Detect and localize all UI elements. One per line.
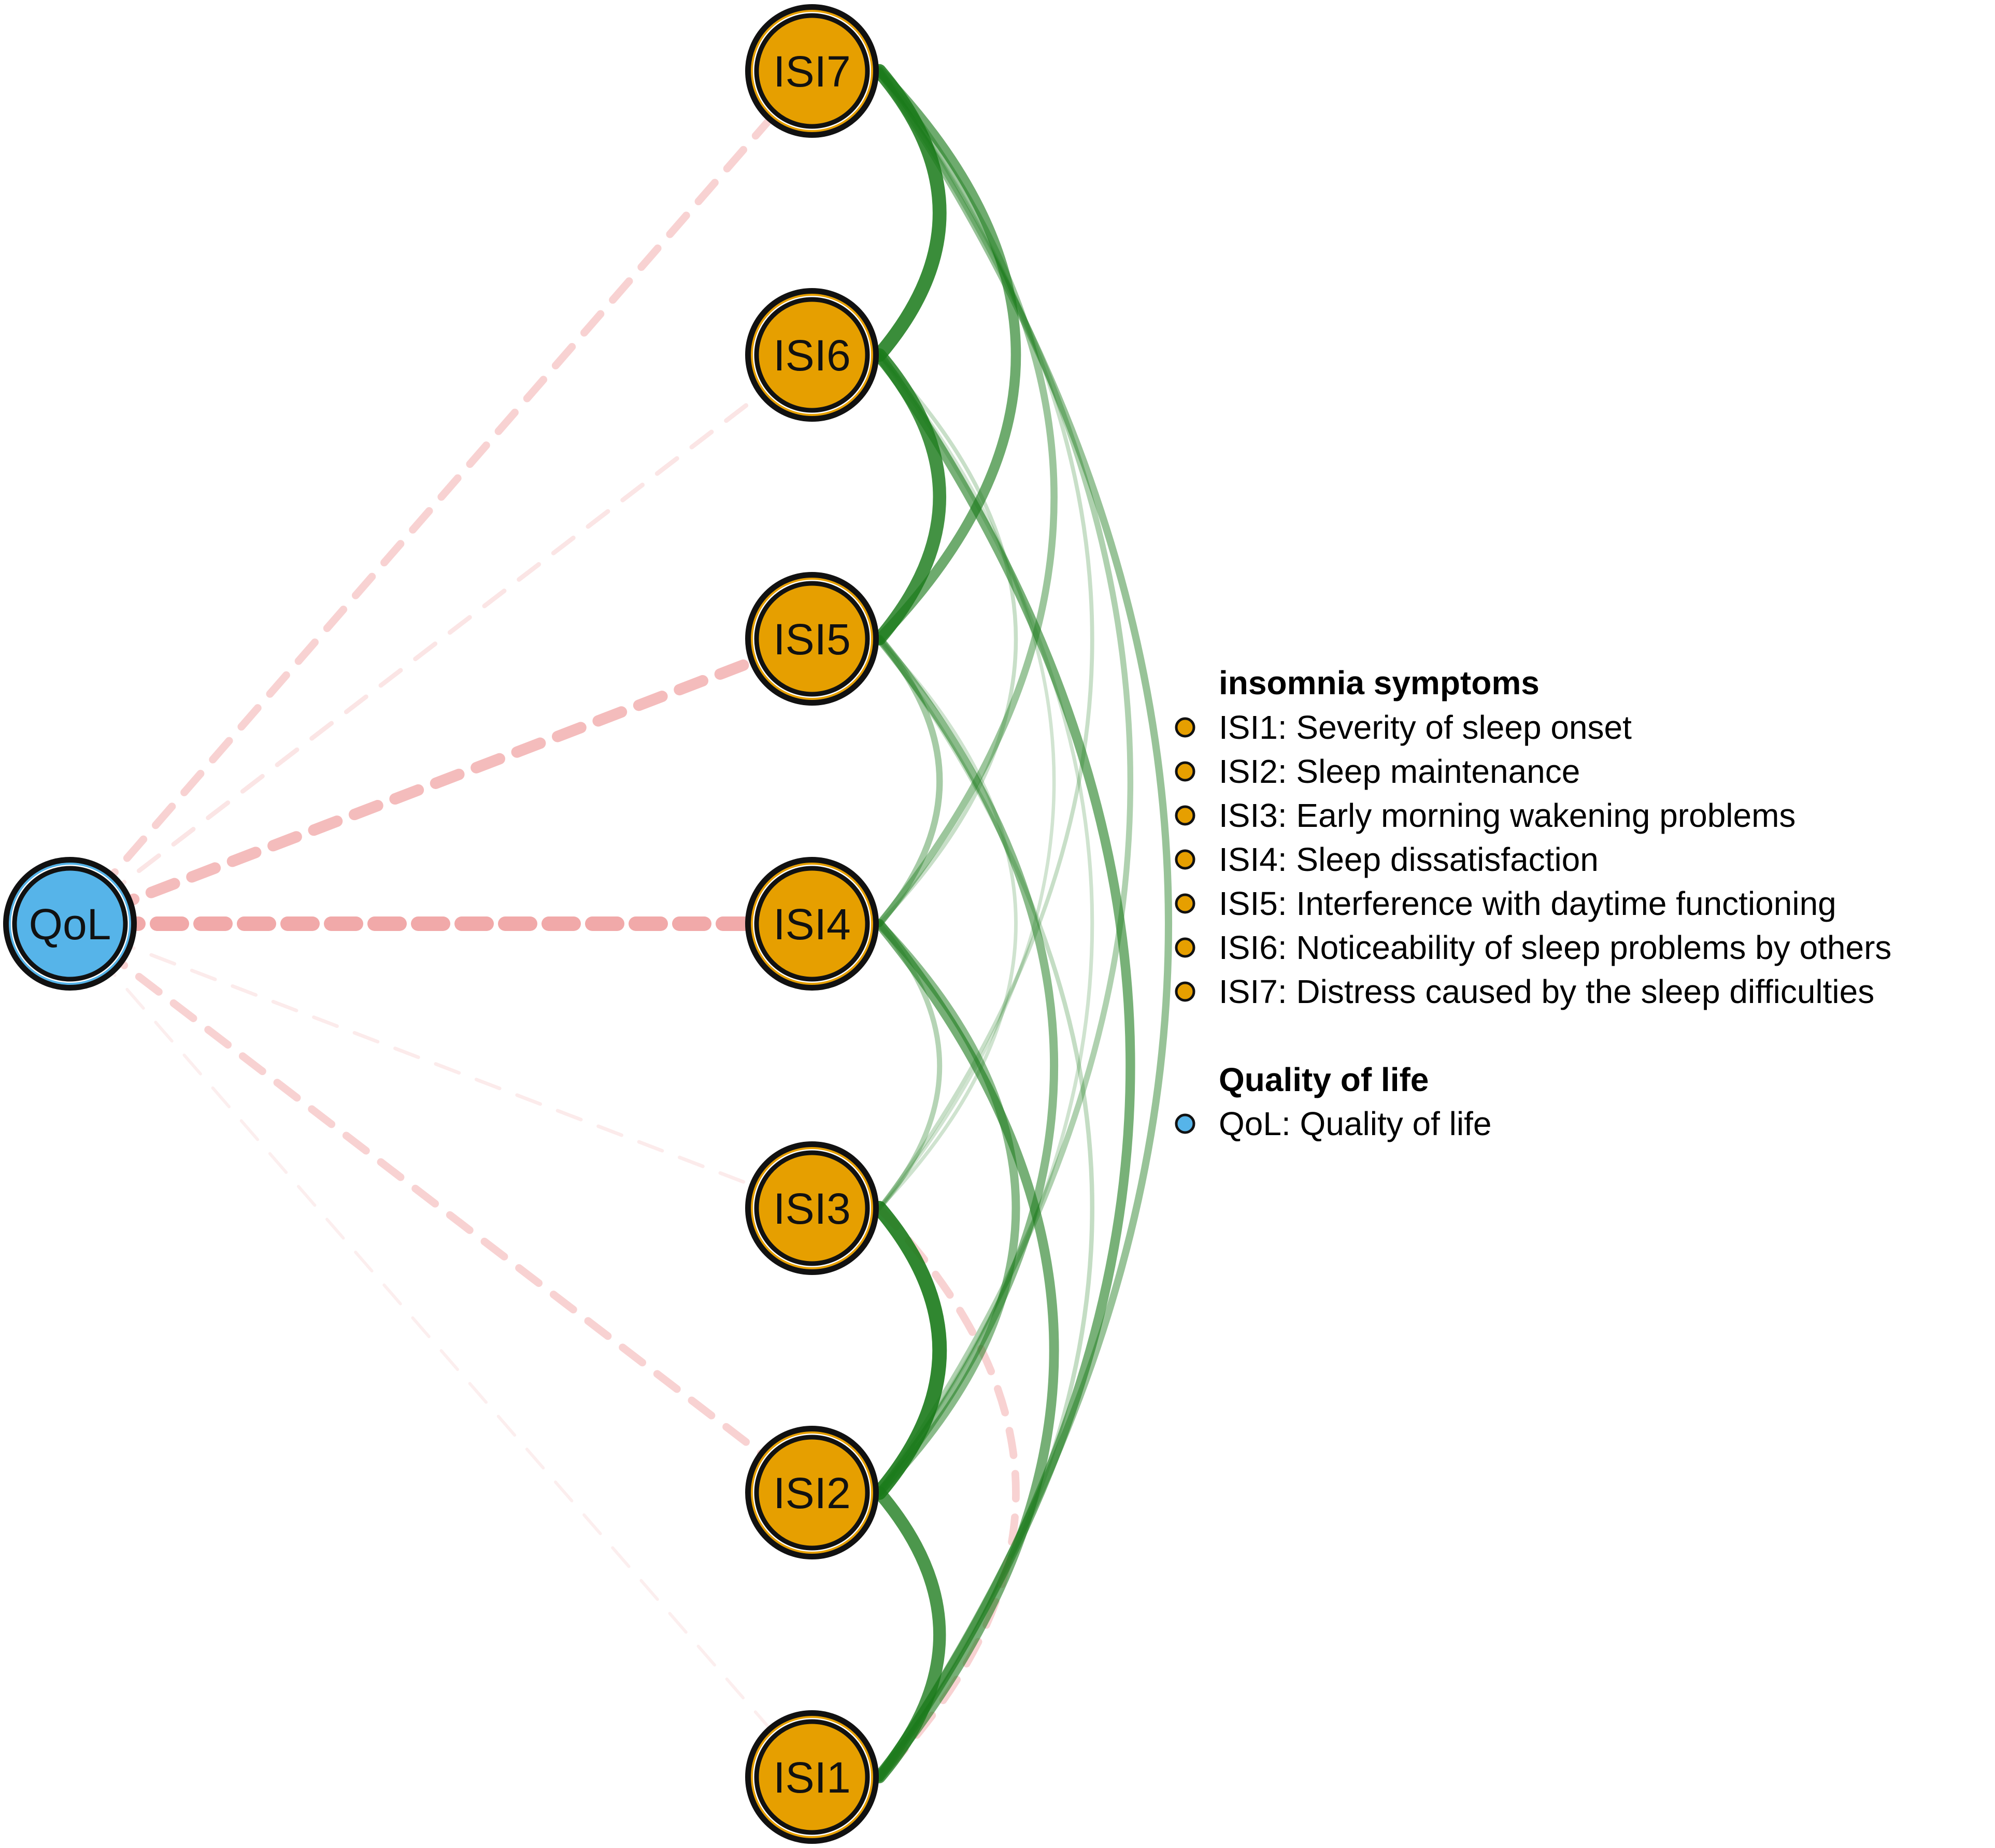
node-isi5: ISI5 <box>745 572 879 706</box>
edge-isi5-isi3 <box>877 637 1018 1210</box>
edge-isi4-isi1 <box>874 919 1059 1782</box>
legend-item: ISI7: Distress caused by the sleep diffi… <box>1175 973 1874 1010</box>
legend-item: ISI3: Early morning wakening problems <box>1175 797 1796 834</box>
edge-qol-isi5 <box>64 633 818 929</box>
legend-title-insomnia: insomnia symptoms <box>1219 664 1540 701</box>
legend-item-isi7: ISI7: Distress caused by the sleep diffi… <box>1219 973 1874 1010</box>
edge-isi2-isi1 <box>873 1486 946 1784</box>
legend: insomnia symptoms ISI1: Severity of slee… <box>1175 664 1891 1142</box>
edge-isi7-isi5 <box>874 66 1021 644</box>
node-isi1: ISI1 <box>745 1710 879 1844</box>
edge-isi6-isi3 <box>877 353 1056 1210</box>
node-label: ISI1 <box>773 1753 850 1802</box>
legend-item: ISI6: Noticeability of sleep problems by… <box>1175 929 1891 966</box>
edge-qol-isi1 <box>68 922 814 1779</box>
edge-isi4-isi2 <box>875 920 1020 1497</box>
legend-dot-qol <box>1175 1113 1195 1134</box>
legend-dot-insomnia <box>1175 893 1195 914</box>
legend-item-isi3: ISI3: Early morning wakening problems <box>1219 797 1796 834</box>
edge-isi6-isi4 <box>877 353 1018 926</box>
legend-item: QoL: Quality of life <box>1175 1105 1491 1142</box>
node-isi2: ISI2 <box>745 1426 879 1559</box>
edge-isi3-isi2 <box>872 1201 947 1500</box>
node-label: ISI6 <box>773 331 850 380</box>
node-qol: QoL <box>3 857 137 991</box>
legend-title-qol: Quality of life <box>1219 1061 1429 1098</box>
legend-item: ISI1: Severity of sleep onset <box>1175 709 1632 746</box>
edge-isi7-isi6 <box>872 64 947 362</box>
edge-isi7-isi3 <box>877 69 1094 1210</box>
legend-item: ISI4: Sleep dissatisfaction <box>1175 841 1599 878</box>
node-isi3: ISI3 <box>745 1141 879 1275</box>
edge-qol-isi6 <box>67 352 815 926</box>
legend-item-isi1: ISI1: Severity of sleep onset <box>1219 709 1632 746</box>
legend-item-isi6: ISI6: Noticeability of sleep problems by… <box>1219 929 1891 966</box>
node-label: ISI7 <box>773 47 850 96</box>
legend-item-isi2: ISI2: Sleep maintenance <box>1219 753 1580 790</box>
edge-qol-isi3 <box>68 922 814 1210</box>
node-label: ISI4 <box>773 900 850 949</box>
edge-isi5-isi2 <box>875 635 1058 1497</box>
legend-dot-insomnia <box>1175 937 1195 958</box>
node-label: QoL <box>29 900 111 949</box>
legend-item: ISI5: Interference with daytime function… <box>1175 885 1836 922</box>
node-label: ISI2 <box>773 1469 850 1517</box>
legend-dot-insomnia <box>1175 849 1195 870</box>
legend-item-qol: QoL: Quality of life <box>1219 1105 1491 1142</box>
edge-qol-isi7 <box>66 67 816 928</box>
legend-item: ISI2: Sleep maintenance <box>1175 753 1580 790</box>
legend-item-isi5: ISI5: Interference with daytime function… <box>1219 885 1836 922</box>
edge-qol-isi2 <box>66 920 816 1497</box>
node-isi7: ISI7 <box>745 4 879 138</box>
edges-layer <box>63 64 1173 1784</box>
node-label: ISI5 <box>773 615 850 664</box>
node-isi4: ISI4 <box>745 857 879 991</box>
node-isi6: ISI6 <box>745 288 879 422</box>
edge-isi6-isi5 <box>873 348 947 646</box>
legend-item-isi4: ISI4: Sleep dissatisfaction <box>1219 841 1599 878</box>
legend-dot-insomnia <box>1175 981 1195 1002</box>
edge-isi7-isi4 <box>876 67 1058 927</box>
legend-dot-insomnia <box>1175 761 1195 782</box>
legend-dot-insomnia <box>1175 805 1195 826</box>
edge-isi3-isi1 <box>875 1204 1020 1781</box>
legend-dot-insomnia <box>1175 717 1195 738</box>
node-label: ISI3 <box>773 1184 850 1233</box>
